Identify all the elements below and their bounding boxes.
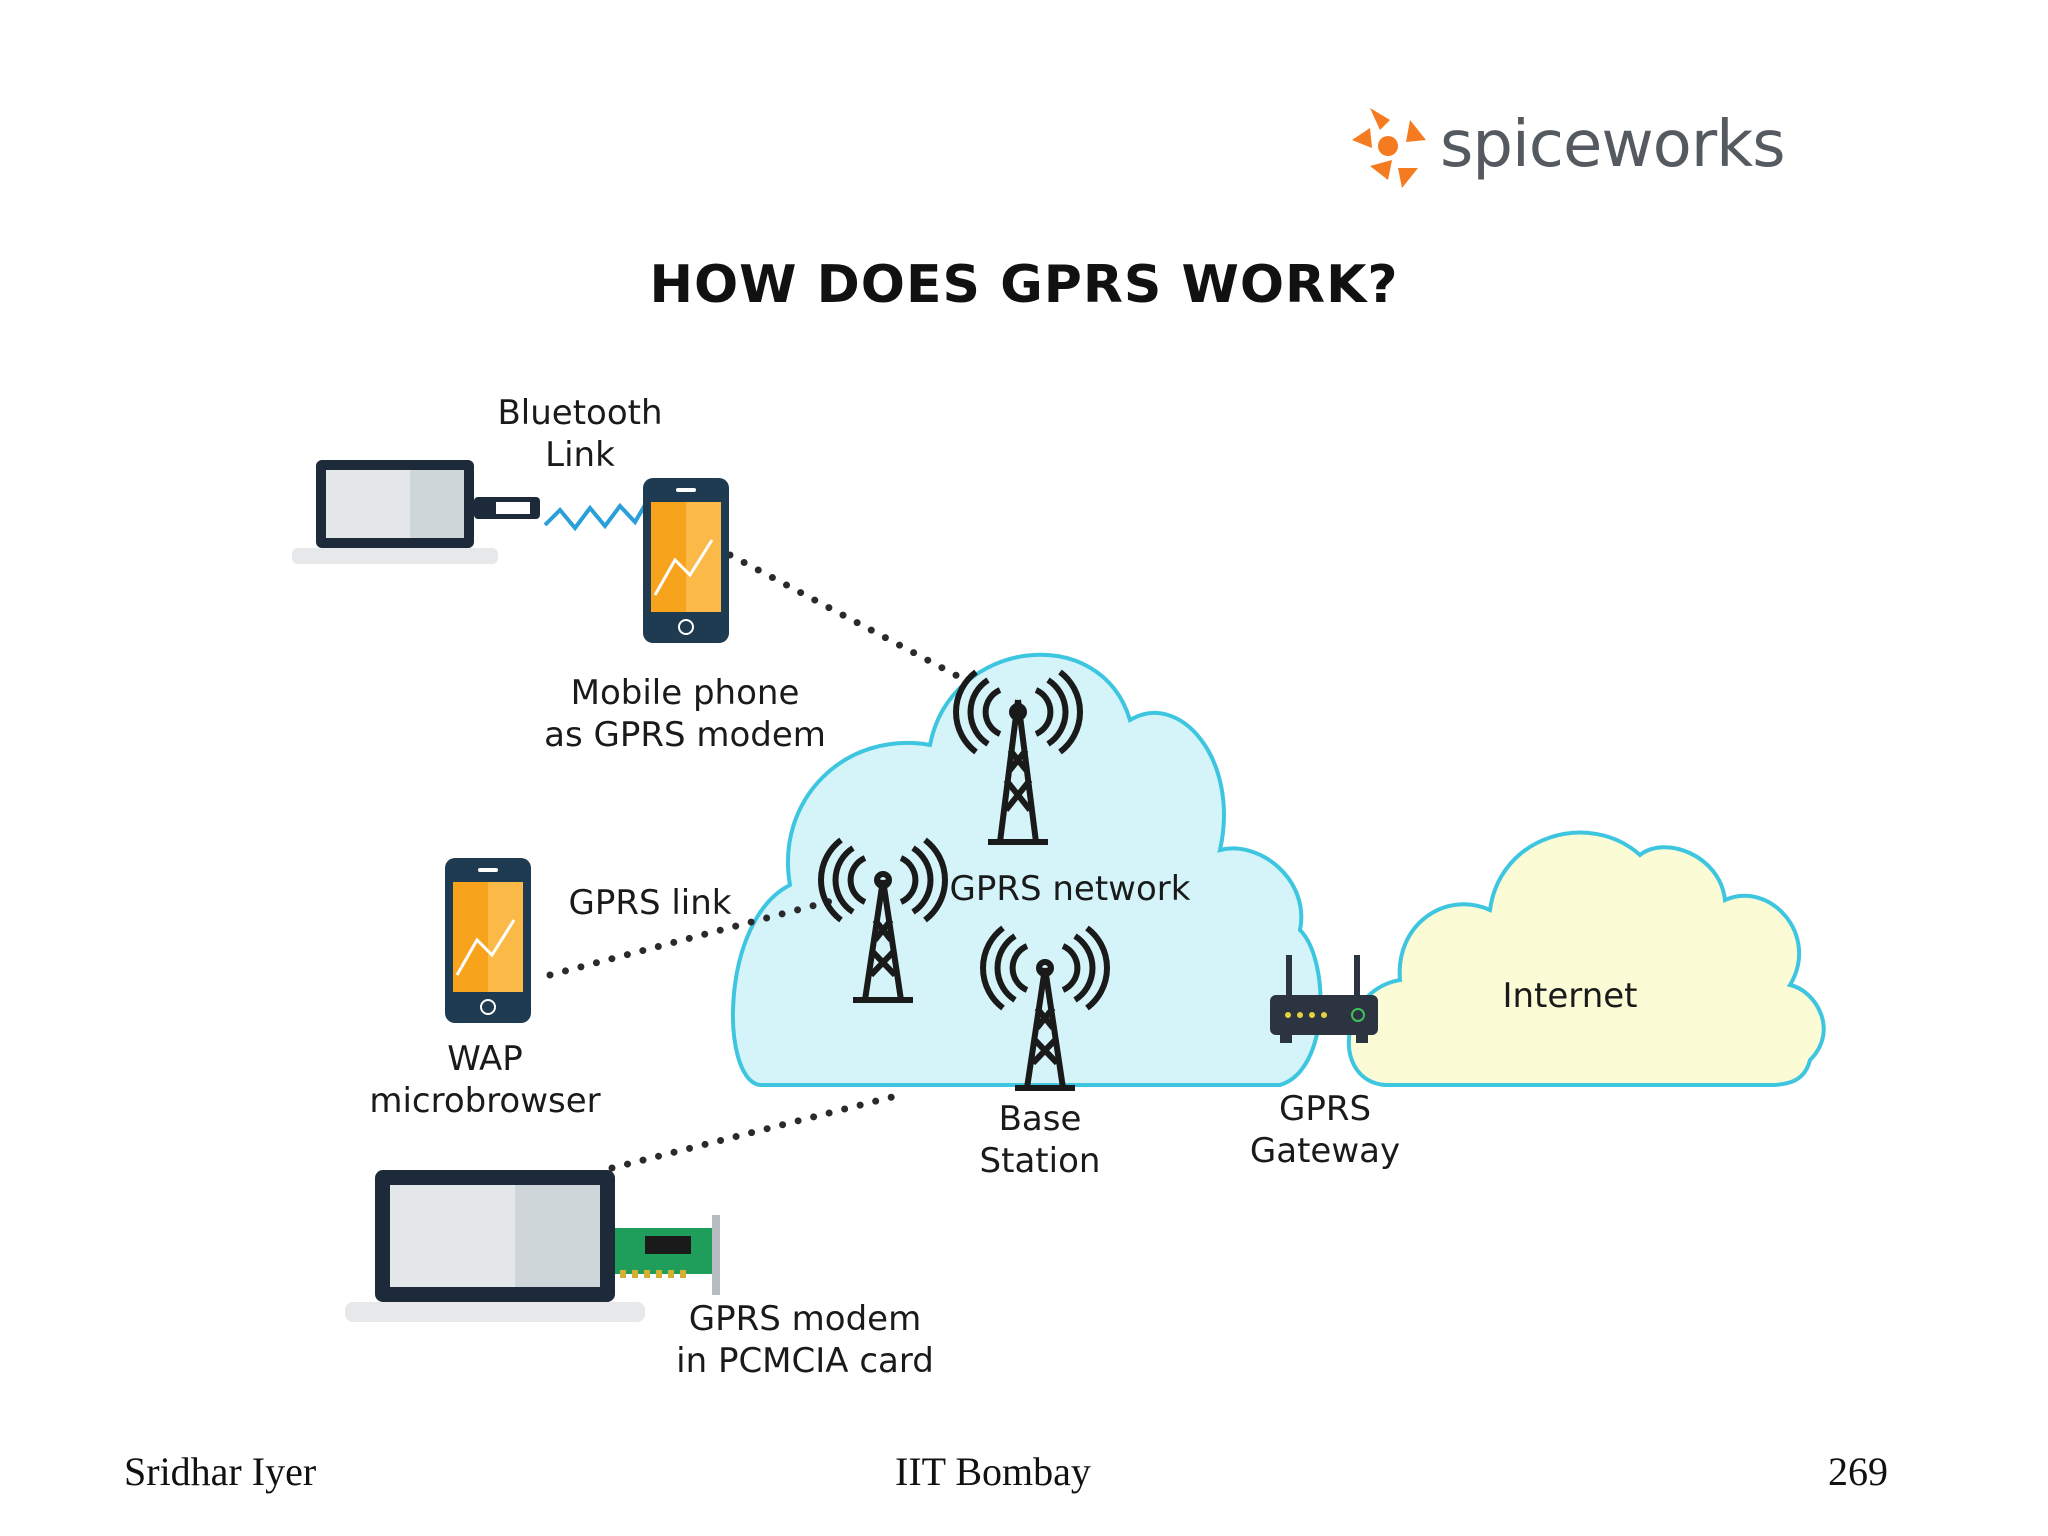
footer-page-number: 269 [1828,1449,1888,1494]
internet-cloud [1346,830,1826,1087]
gprs-network-cloud [731,652,1323,1087]
router-gateway-icon [1270,955,1378,1043]
laptop-bluetooth-icon [292,460,540,564]
spiceworks-logo-icon [1352,108,1426,188]
laptop-pcmcia-icon [345,1170,645,1322]
cell-tower-top-icon [953,669,1083,845]
gprs-link-wap [546,896,839,979]
brand-name: spiceworks [1440,108,1786,182]
wap-phone-icon [445,858,531,1023]
cell-tower-base-station-icon [980,925,1110,1091]
footer-author: Sridhar Iyer [124,1449,317,1494]
label-internet: Internet [1502,976,1638,1016]
label-gprs-network: GPRS network [949,869,1191,909]
gprs-link-phone-top [726,551,969,684]
diagram-title: HOW DOES GPRS WORK? [649,255,1399,315]
mobile-phone-icon [643,478,729,643]
label-gprs-link: GPRS link [568,883,732,923]
footer-institution: IIT Bombay [895,1449,1091,1494]
gprs-link-pcmcia [608,1091,904,1172]
bluetooth-wave-icon [543,502,647,532]
cell-tower-left-icon [818,837,948,1003]
pcmcia-card-icon [615,1215,720,1295]
